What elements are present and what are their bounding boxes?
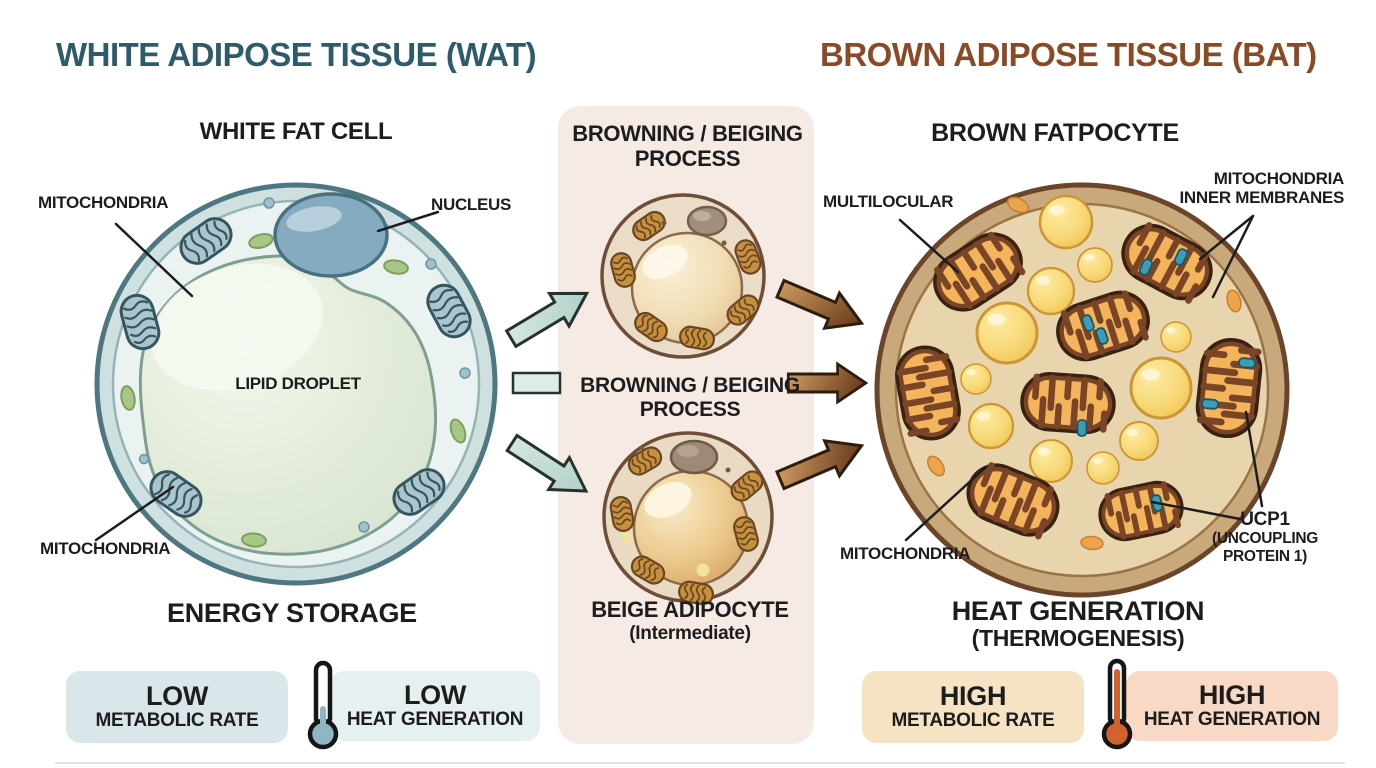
beige-adipocyte-line2: (Intermediate) xyxy=(629,622,751,644)
nucleus-label: NUCLEUS xyxy=(431,195,512,214)
mitochondria-right-label: MITOCHONDRIA xyxy=(840,544,971,563)
browning-arrows xyxy=(499,269,871,509)
teal-arrow-middle-stub xyxy=(511,371,562,395)
browning-process-label: BROWNING / BEIGING PROCESS xyxy=(565,374,815,421)
mitochondria-membranes-label: MITOCHONDRIA INNER MEMBRANES xyxy=(1178,169,1344,207)
wat-heat-generation-badge: LOW HEAT GENERATION xyxy=(330,671,540,741)
mitochondria-bottom-label: MITOCHONDRIA xyxy=(40,539,171,558)
label-connector-lines xyxy=(94,210,1264,542)
ucp1-label: UCP1 (UNCOUPLING PROTEIN 1) xyxy=(1190,509,1340,565)
nucleus-shape xyxy=(273,192,389,278)
bat-heat-generation-badge: HIGH HEAT GENERATION xyxy=(1126,671,1338,741)
process-label-line1: BROWNING / BEIGING xyxy=(580,374,800,397)
badge-level: HIGH xyxy=(1198,680,1266,711)
ucp1-line3: PROTEIN 1) xyxy=(1223,547,1307,565)
white-fat-cell-diagram xyxy=(94,182,498,586)
beige-adipocyte-bottom-diagram xyxy=(602,431,774,607)
teal-arrow-bottom xyxy=(500,425,598,509)
badge-metric: METABOLIC RATE xyxy=(891,709,1055,731)
badge-metric: METABOLIC RATE xyxy=(95,709,259,731)
brown-arrow-bottom xyxy=(771,426,871,500)
teal-arrow-top xyxy=(499,275,599,357)
beige-adipocyte-line1: BEIGE ADIPOCYTE xyxy=(591,597,789,622)
energy-storage-label: ENERGY STORAGE xyxy=(167,598,417,628)
badge-level: HIGH xyxy=(939,681,1007,712)
ucp1-line2: (UNCOUPLING xyxy=(1211,530,1319,548)
wat-title: WHITE ADIPOSE TISSUE (WAT) xyxy=(56,36,537,73)
bat-metabolic-rate-badge: HIGH METABOLIC RATE xyxy=(862,671,1084,743)
mitochondria-top-label: MITOCHONDRIA xyxy=(38,193,169,212)
thermometer-low-icon xyxy=(306,660,340,757)
heat-generation-line1: HEAT GENERATION xyxy=(951,596,1205,626)
badge-metric: HEAT GENERATION xyxy=(1143,708,1321,730)
process-label-line2: PROCESS xyxy=(639,397,741,421)
beige-adipocyte-label: BEIGE ADIPOCYTE (Intermediate) xyxy=(563,597,817,644)
mito-membranes-line1: MITOCHONDRIA xyxy=(1213,169,1345,188)
brown-fatpocyte-heading: BROWN FATPOCYTE xyxy=(931,119,1179,147)
mito-membranes-line2: INNER MEMBRANES xyxy=(1179,188,1344,208)
wat-metabolic-rate-badge: LOW METABOLIC RATE xyxy=(66,671,288,743)
ucp1-line1: UCP1 xyxy=(1240,509,1290,530)
thermometer-high-icon xyxy=(1100,658,1134,757)
badge-level: LOW xyxy=(145,681,209,712)
badge-metric: HEAT GENERATION xyxy=(346,708,524,730)
brown-arrow-top xyxy=(771,269,871,343)
heat-generation-line2: (THERMOGENESIS) xyxy=(971,625,1185,652)
multilocular-label: MULTILOCULAR xyxy=(823,192,954,211)
browning-heading-line1: BROWNING / BEIGING xyxy=(572,121,803,146)
white-fat-cell-heading: WHITE FAT CELL xyxy=(199,118,393,145)
brown-fatpocyte-diagram xyxy=(874,182,1290,598)
browning-process-heading: BROWNING / BEIGING PROCESS xyxy=(560,121,815,171)
lipid-droplet-label: LIPID DROPLET xyxy=(235,374,361,393)
browning-heading-line2: PROCESS xyxy=(634,145,741,171)
bat-title: BROWN ADIPOSE TISSUE (BAT) xyxy=(820,36,1317,73)
bottom-divider xyxy=(55,762,1345,764)
badge-level: LOW xyxy=(403,680,467,711)
heat-generation-label: HEAT GENERATION (THERMOGENESIS) xyxy=(927,596,1229,652)
beige-adipocyte-top-diagram xyxy=(600,193,766,359)
